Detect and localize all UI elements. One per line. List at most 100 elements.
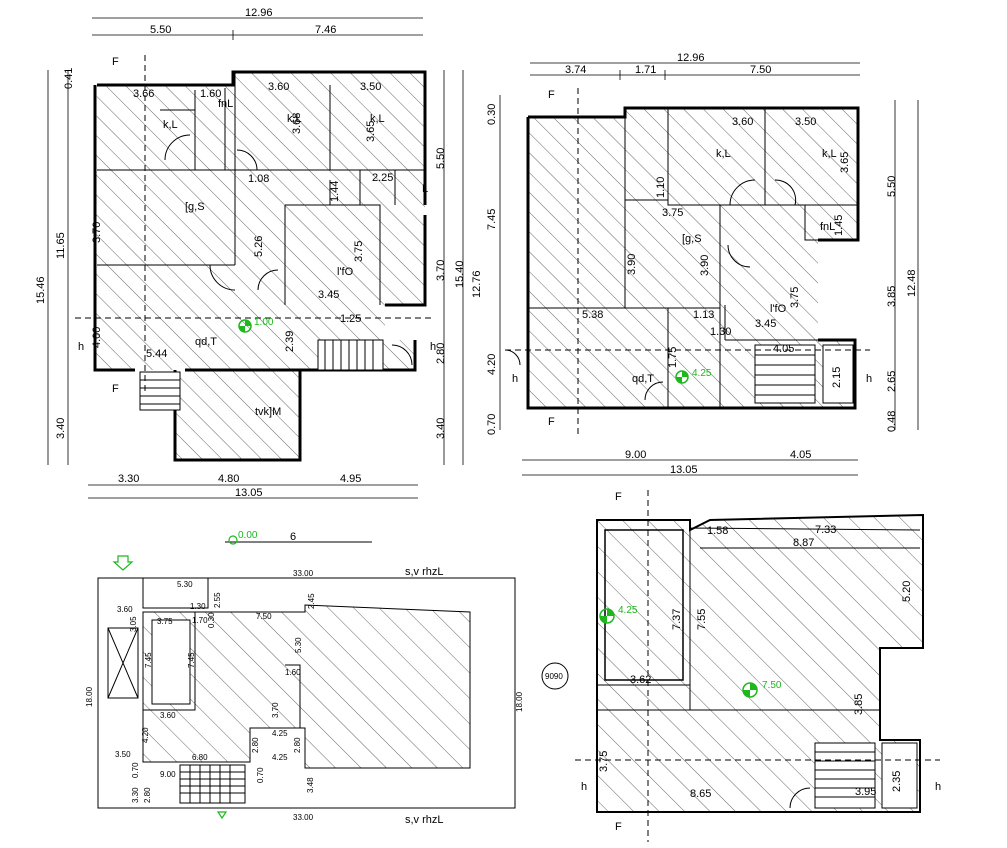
- ground-dim-top-left: 5.50: [150, 24, 171, 36]
- ground-door-arc: [236, 149, 258, 171]
- first-rdim: 3.65: [839, 152, 851, 173]
- site-rdim: 4.25: [272, 753, 288, 762]
- site-rdim: 3.70: [271, 702, 280, 718]
- first-arrow-mark-right: h: [866, 373, 872, 385]
- ground-section-mark-top: F: [112, 56, 119, 68]
- ground-dim-total-top: 12.96: [245, 7, 273, 19]
- ground-dim-right: 12.76: [471, 270, 483, 298]
- roof-rdim: 5.20: [901, 581, 913, 602]
- site-rdim: 5.30: [294, 637, 303, 653]
- site-rdim: 1.60: [285, 668, 301, 677]
- first-rdim: 3.75: [789, 287, 801, 308]
- ground-dims-right: 5.50 3.70 2.80 3.40 15.40 12.76: [435, 70, 483, 465]
- site-rdim: 7.50: [256, 612, 272, 621]
- first-rdim: 3.50: [795, 116, 816, 128]
- site-rdim: 4.20: [141, 727, 150, 743]
- ground-outer-walls: [93, 70, 427, 462]
- first-rdim: 1.10: [655, 177, 667, 198]
- roof-rdim: 7.55: [696, 609, 708, 630]
- site-rdim: 3.50: [115, 750, 131, 759]
- ground-rdim: 1.44: [329, 181, 341, 202]
- roof-rdim: 1.58: [707, 525, 728, 537]
- roof-stamp: 9090: [541, 662, 569, 690]
- site-building-footprint: [142, 604, 471, 769]
- first-rdim: 1.45: [833, 215, 845, 236]
- first-rdim: 1.75: [667, 347, 679, 368]
- site-rdim: 2.80: [143, 787, 152, 803]
- ground-dims-left: 15.46 0.41 11.65 3.40 4.00 3.70: [35, 68, 103, 465]
- first-dim-right: 0.48: [886, 411, 898, 432]
- roof-rdim: 3.62: [630, 674, 651, 686]
- ground-rdim: 3.75: [353, 241, 365, 262]
- ground-room-bedroom-1: k,L: [163, 119, 178, 131]
- roof-rdim: 7.33: [815, 524, 836, 536]
- first-dim-left: 0.30: [486, 104, 498, 125]
- site-road-label-bottom: s,v rhzL: [405, 814, 444, 826]
- ground-rdim: 2.39: [284, 331, 296, 352]
- first-dim-bottom-total: 13.05: [670, 464, 698, 476]
- ground-level-text: 1.00: [254, 317, 274, 328]
- ground-dim-bottom: 4.80: [218, 473, 239, 485]
- roof-inner-block: [604, 529, 684, 681]
- first-section-mark-top: F: [548, 89, 555, 101]
- first-rdim: 1.13: [693, 309, 714, 321]
- first-rdim: 2.15: [831, 367, 843, 388]
- ground-rdim: 3.60: [268, 81, 289, 93]
- ground-dim-left: 3.70: [91, 222, 103, 243]
- first-room-bedroom-1: k,L: [716, 148, 731, 160]
- ground-dim-right: 3.70: [435, 260, 447, 281]
- first-door-arc: [729, 179, 756, 206]
- ground-dim-left: 3.40: [55, 418, 67, 439]
- ground-dim-bottom-total: 13.05: [235, 487, 263, 499]
- first-room-hall: [g,S: [682, 233, 702, 245]
- ground-arrow-mark-right: h: [430, 341, 436, 353]
- roof-door-arc: [789, 787, 811, 809]
- site-rdim: 2.45: [307, 593, 316, 609]
- site-north-arrow-icon: [112, 555, 134, 571]
- site-entry-steps: [179, 764, 246, 804]
- ground-rdim: 1.08: [248, 173, 269, 185]
- ground-dim-right: 3.40: [435, 418, 447, 439]
- roof-rdim: 8.87: [793, 537, 814, 549]
- site-plan: 6 0.00 s,v rhzL s,v rhzL 33.00 33.00 18.: [85, 530, 524, 826]
- first-dim-right: 12.48: [906, 269, 918, 297]
- first-dim-top: 7.50: [750, 64, 771, 76]
- first-dims-bottom: 9.00 4.05 13.05: [522, 449, 858, 476]
- site-rdim: 0.30: [207, 612, 216, 628]
- roof-rdim: 3.95: [855, 786, 876, 798]
- first-dim-right: 3.85: [886, 286, 898, 307]
- ground-arrow-mark-left: h: [78, 341, 84, 353]
- first-dim-total-top: 12.96: [677, 52, 705, 64]
- ground-rdim: 5.26: [253, 236, 265, 257]
- ground-dim-left: 11.65: [55, 232, 67, 259]
- first-door-arc: [644, 381, 664, 401]
- roof-plan: 9090 F F h h 4.25 7.50 1.58 7.33: [541, 490, 941, 842]
- ground-dim-right: 15.40: [454, 260, 466, 288]
- ground-rdim: 5.44: [146, 348, 167, 360]
- first-rdim: 3.90: [626, 254, 638, 275]
- site-rdim: 0.70: [131, 762, 140, 778]
- site-inner-block: [151, 619, 191, 705]
- first-level-marker: 4.25: [675, 368, 712, 384]
- ground-rdim: 3.50: [360, 81, 381, 93]
- first-rdim: 3.75: [662, 207, 683, 219]
- site-road-label-top: s,v rhzL: [405, 566, 444, 578]
- site-rdim: 5.30: [177, 580, 193, 589]
- first-dims-right: 5.50 3.85 2.65 0.48 12.48: [886, 100, 919, 432]
- site-rdim: 2.55: [213, 592, 222, 608]
- site-rdim: 7.45: [187, 652, 196, 668]
- ground-door-arc: [257, 269, 279, 291]
- site-rdim: 3.60: [160, 711, 176, 720]
- site-rdim: 3.60: [117, 605, 133, 614]
- site-rdim: 1.70: [192, 616, 208, 625]
- ground-room-hall: [g,S: [185, 201, 205, 213]
- first-hatched-area: [528, 108, 858, 408]
- roof-rdim: 8.65: [690, 788, 711, 800]
- first-rdim: 3.90: [699, 255, 711, 276]
- roof-rdim: 2.35: [891, 771, 903, 792]
- first-dim-top: 3.74: [565, 64, 586, 76]
- ground-room-drawing: qd,T: [195, 336, 217, 348]
- site-dim-width-top: 33.00: [293, 569, 314, 578]
- site-rdim: 1.30: [190, 602, 206, 611]
- ground-staircase: [139, 339, 384, 411]
